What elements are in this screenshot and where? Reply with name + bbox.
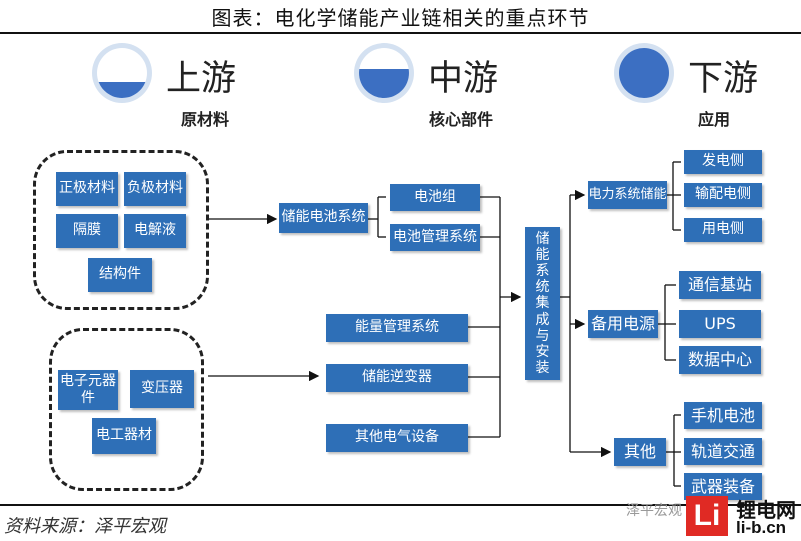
logo-mark: Li: [686, 496, 728, 536]
upstream-materials-group: [33, 150, 209, 310]
upstream-electrical-group: [49, 328, 204, 491]
logo-domain: li-b.cn: [736, 518, 787, 537]
integration-box: 储能系统集成与安装: [525, 227, 560, 380]
other-applications-box: 其他: [614, 438, 666, 466]
upstream-level-icon: [92, 43, 152, 103]
bms-box: 电池管理系统: [390, 224, 480, 251]
midstream-level-icon: [354, 43, 414, 103]
rail-transit-box: 轨道交通: [684, 438, 762, 465]
weapons-box: 武器装备: [684, 473, 762, 500]
consumption-side-box: 用电侧: [684, 218, 762, 242]
pcs-box: 储能逆变器: [326, 364, 468, 392]
chart-title: 图表：电化学储能产业链相关的重点环节: [211, 6, 590, 30]
stage-midstream-label: 中游: [428, 59, 499, 99]
top-rule: [0, 32, 801, 34]
anode-material-box: 负极材料: [124, 172, 186, 206]
battery-system-box: 储能电池系统: [279, 203, 368, 233]
stage-upstream-sub: 原材料: [180, 110, 229, 129]
ups-box: UPS: [679, 310, 761, 338]
source-note: 资料来源：泽平宏观: [4, 516, 166, 537]
battery-pack-box: 电池组: [390, 184, 480, 211]
electronic-components-box: 电子元器件: [58, 370, 118, 410]
downstream-level-icon: [614, 43, 674, 103]
telecom-station-box: 通信基站: [679, 271, 761, 299]
cathode-material-box: 正极材料: [56, 172, 118, 206]
stage-midstream-sub: 核心部件: [428, 110, 493, 129]
electrical-equipment-box: 电工器材: [92, 418, 156, 454]
structural-parts-box: 结构件: [88, 258, 152, 292]
ems-box: 能量管理系统: [326, 314, 468, 342]
watermark-text: 泽平宏观: [626, 503, 682, 519]
logo-name: 锂电网: [736, 498, 796, 522]
backup-power-box: 备用电源: [588, 310, 658, 338]
separator-box: 隔膜: [56, 214, 118, 248]
other-equipment-box: 其他电气设备: [326, 424, 468, 452]
transmission-side-box: 输配电侧: [684, 183, 762, 207]
stage-downstream-sub: 应用: [697, 110, 730, 129]
bottom-rule: [0, 504, 801, 506]
data-center-box: 数据中心: [679, 346, 761, 374]
generation-side-box: 发电侧: [684, 150, 762, 174]
power-storage-box: 电力系统储能: [588, 181, 667, 209]
stage-upstream-label: 上游: [166, 59, 237, 99]
phone-battery-box: 手机电池: [684, 402, 762, 429]
electrolyte-box: 电解液: [124, 214, 186, 248]
transformer-box: 变压器: [130, 370, 194, 408]
stage-downstream-label: 下游: [688, 59, 759, 99]
